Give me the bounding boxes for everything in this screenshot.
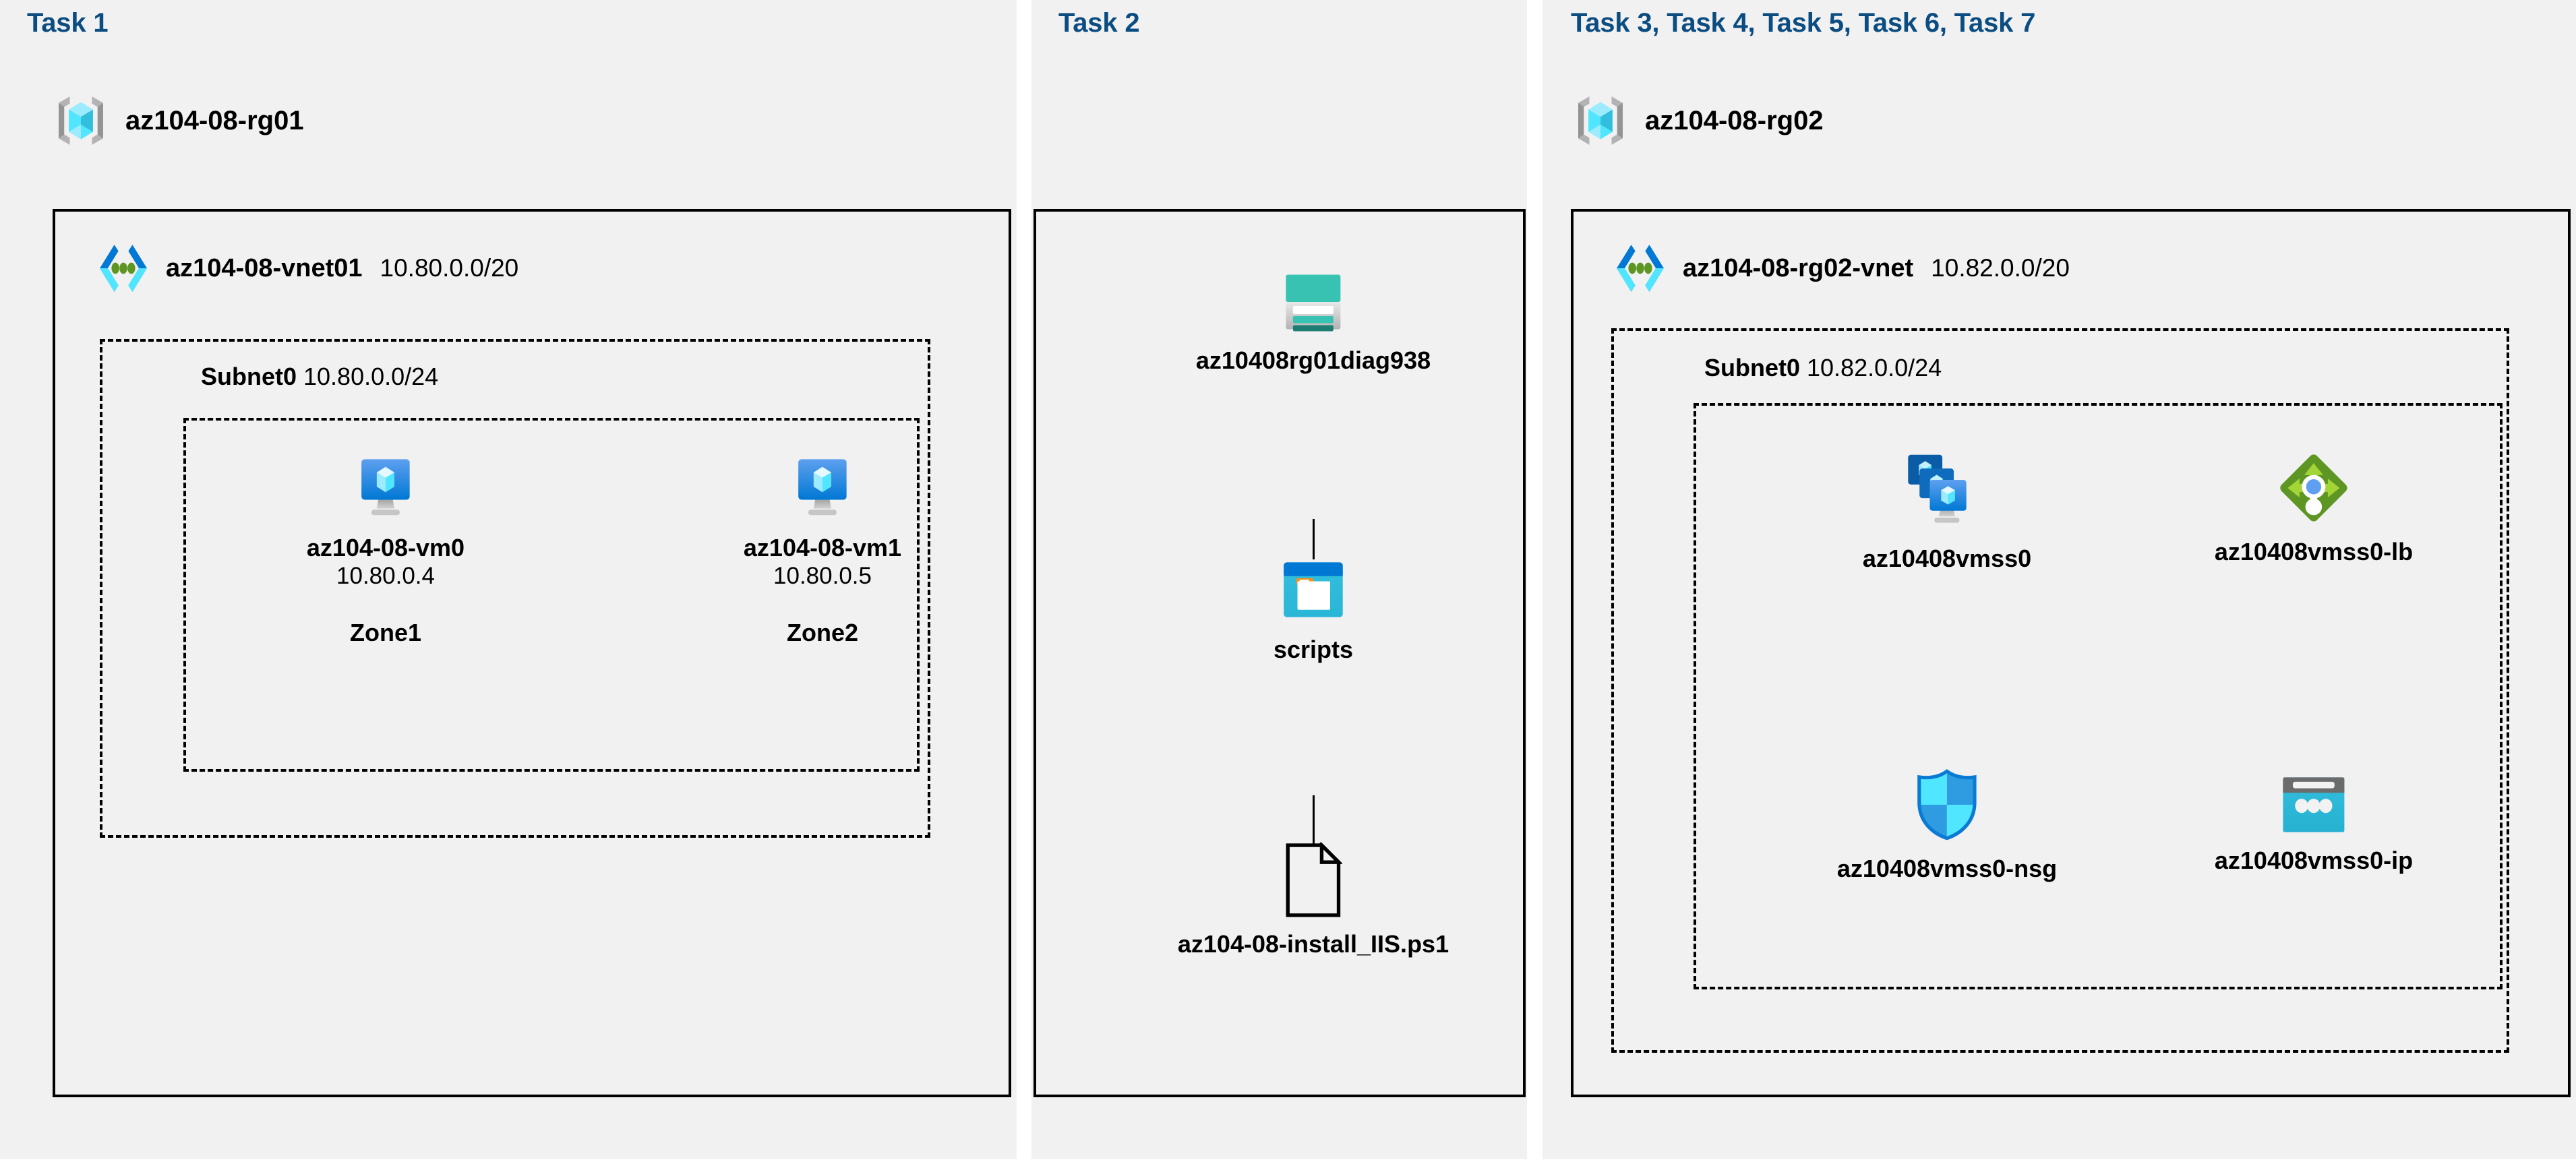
blob-container-icon: [1280, 556, 1347, 623]
virtual-machine-icon: [787, 452, 858, 522]
public-ip-address-icon: [2279, 775, 2349, 834]
task2-heading: Task 2: [1058, 8, 1140, 38]
vnet-name: az104-08-rg02-vnet: [1683, 253, 1914, 282]
node-label: az104-08-vm0: [306, 534, 465, 561]
node-vm-scale-set: az10408vmss0: [1863, 450, 2031, 573]
node-label: az10408vmss0-nsg: [1836, 855, 2058, 882]
vnet-name: az104-08-vnet01: [166, 253, 363, 282]
node-blob-container: scripts: [1274, 556, 1353, 664]
node-label: az10408rg01diag938: [1195, 346, 1431, 374]
resource-group-label: az104-08-rg01: [125, 105, 304, 135]
task1-heading: Task 1: [27, 8, 109, 38]
vnet02-boundary: [1571, 209, 2571, 1097]
connector-storage-to-scripts: [1313, 519, 1315, 559]
node-storage-account: az10408rg01diag938: [1196, 270, 1431, 375]
node-load-balancer: az10408vmss0-lb: [2215, 450, 2413, 566]
node-script-file: az104-08-install_IIS.ps1: [1178, 842, 1449, 958]
vnet02-header: az104-08-rg02-vnet 10.82.0.0/20: [1611, 239, 2070, 297]
virtual-network-icon: [94, 239, 152, 297]
virtual-machine-icon: [351, 452, 421, 522]
subnet-name: Subnet0: [1704, 354, 1801, 381]
node-label: az10408vmss0: [1862, 545, 2032, 572]
subnet0-boundary-vnet02: [1611, 328, 2509, 1053]
node-zone: Zone2: [786, 619, 859, 647]
node-network-security-group: az10408vmss0-nsg: [1837, 767, 2057, 883]
subnet-name: Subnet0: [201, 363, 297, 390]
task2-boundary: [1034, 209, 1526, 1097]
resource-group-icon: [1571, 91, 1630, 150]
connector-scripts-to-file: [1313, 795, 1315, 849]
vmss-group-boundary-vnet02: [1694, 403, 2503, 989]
file-icon: [1284, 842, 1342, 918]
resource-group-rg01: az104-08-rg01: [51, 91, 304, 150]
node-label: az10408vmss0-ip: [2214, 847, 2414, 874]
node-label: az10408vmss0-lb: [2214, 538, 2414, 565]
task3-heading: Task 3, Task 4, Task 5, Task 6, Task 7: [1571, 8, 2036, 38]
vnet-cidr: 10.82.0.0/20: [1931, 254, 2070, 282]
node-ip-address: 10.80.0.5: [773, 563, 872, 590]
virtual-network-icon: [1611, 239, 1669, 297]
vnet01-boundary: [53, 209, 1011, 1097]
task2-panel: [1031, 0, 1527, 1159]
task3-panel: [1542, 0, 2576, 1159]
network-security-group-icon: [1915, 767, 1979, 842]
node-label: az104-08-install_IIS.ps1: [1177, 930, 1449, 958]
node-label: az104-08-vm1: [743, 534, 902, 561]
vnet01-header: az104-08-vnet01 10.80.0.0/20: [94, 239, 518, 297]
storage-account-icon: [1280, 270, 1347, 334]
node-vm1: az104-08-vm1 10.80.0.5 Zone2: [744, 452, 901, 647]
vm-scale-set-icon: [1903, 450, 1991, 532]
vnet-cidr: 10.80.0.0/20: [380, 254, 519, 282]
subnet-cidr: 10.82.0.0/24: [1807, 354, 1942, 381]
node-ip-address: 10.80.0.4: [336, 563, 435, 590]
load-balancer-icon: [2276, 450, 2352, 526]
node-label: scripts: [1273, 636, 1354, 663]
node-zone: Zone1: [349, 619, 422, 647]
node-vm0: az104-08-vm0 10.80.0.4 Zone1: [307, 452, 465, 647]
subnet0-boundary-vnet01: [100, 339, 930, 838]
task1-panel: [0, 0, 1017, 1159]
resource-group-rg02: az104-08-rg02: [1571, 91, 1824, 150]
subnet-cidr: 10.80.0.0/24: [303, 363, 439, 390]
resource-group-label: az104-08-rg02: [1645, 105, 1824, 135]
resource-group-icon: [51, 91, 111, 150]
vm-group-boundary-vnet01: [183, 418, 920, 772]
node-public-ip-address: az10408vmss0-ip: [2215, 775, 2413, 875]
